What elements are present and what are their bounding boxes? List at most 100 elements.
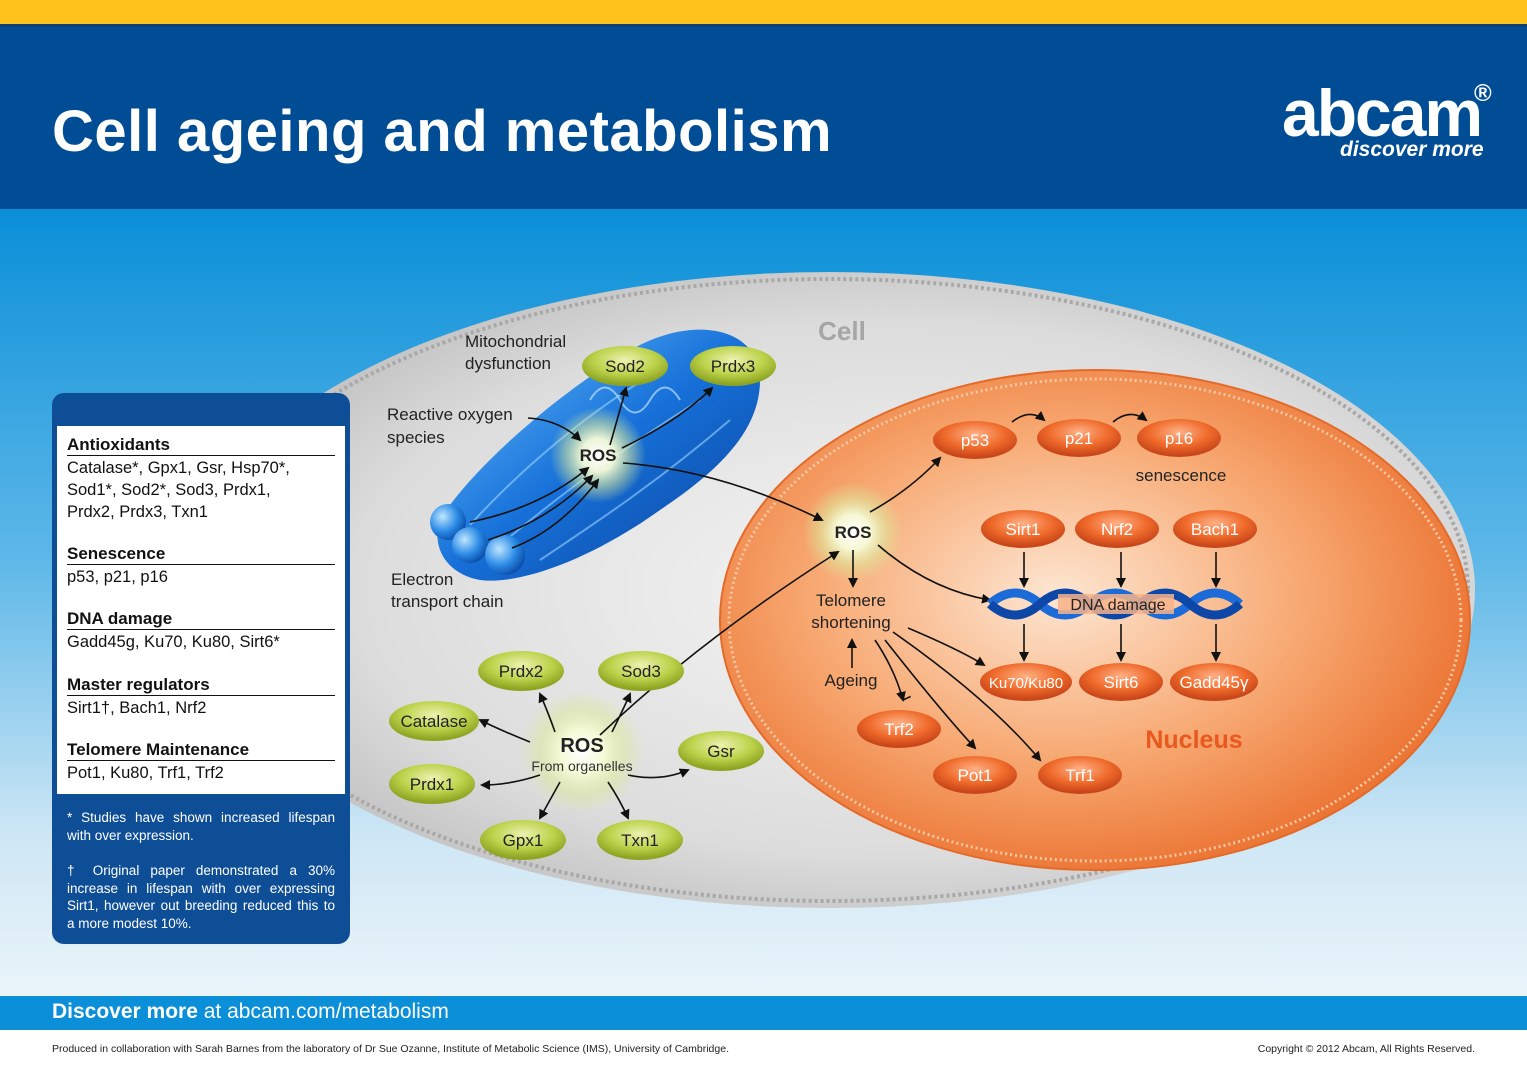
label-ageing: Ageing [825, 671, 878, 690]
header-banner [0, 24, 1527, 209]
node-gsr[interactable]: Gsr [678, 731, 764, 771]
label-etc-2: transport chain [391, 592, 503, 611]
svg-text:Prdx3: Prdx3 [711, 357, 755, 376]
legend-line: Sirt1†, Bach1, Nrf2 [67, 699, 207, 717]
svg-text:Sirt1: Sirt1 [1006, 520, 1041, 539]
node-p53[interactable]: p53 [933, 421, 1017, 459]
dna-helix [987, 588, 1243, 620]
page-title: Cell ageing and metabolism [52, 99, 833, 164]
ros-mito-label: ROS [580, 446, 617, 465]
legend-section-master-regulators: Master regulators Sirt1†, Bach1, Nrf2 [67, 675, 335, 719]
legend-section-telomere: Telomere Maintenance Pot1, Ku80, Trf1, T… [67, 740, 335, 784]
node-bach1[interactable]: Bach1 [1173, 510, 1257, 548]
svg-text:Bach1: Bach1 [1191, 520, 1239, 539]
label-telomere-1: Telomere [816, 591, 886, 610]
abcam-logo[interactable]: abcam [1282, 76, 1483, 150]
legend-list: Antioxidants Catalase*, Gpx1, Gsr, Hsp70… [57, 426, 345, 794]
node-trf1[interactable]: Trf1 [1038, 756, 1122, 794]
label-telomere-2: shortening [811, 613, 890, 632]
node-gpx1[interactable]: Gpx1 [480, 820, 566, 860]
node-catalase[interactable]: Catalase [389, 701, 479, 741]
svg-text:p53: p53 [961, 431, 989, 450]
node-sirt1[interactable]: Sirt1 [981, 510, 1065, 548]
node-p16[interactable]: p16 [1137, 419, 1221, 457]
legend-note-dagger: † Original paper demonstrated a 30% incr… [67, 863, 335, 931]
nuclear-envelope [727, 377, 1463, 863]
svg-text:Gadd45γ: Gadd45γ [1180, 673, 1249, 692]
label-ros-species-2: species [387, 428, 445, 447]
nucleus-label: Nucleus [1145, 726, 1242, 754]
svg-text:p21: p21 [1065, 429, 1093, 448]
label-mito-dysfunction-1: Mitochondrial [465, 332, 566, 351]
node-prdx2[interactable]: Prdx2 [478, 651, 564, 691]
svg-text:Prdx1: Prdx1 [410, 775, 454, 794]
svg-text:Ku70/Ku80: Ku70/Ku80 [989, 675, 1063, 692]
legend-line: Pot1, Ku80, Trf1, Trf2 [67, 764, 224, 782]
dna-damage-label: DNA damage [1070, 597, 1165, 614]
legend-section-senescence: Senescence p53, p21, p16 [67, 544, 335, 588]
svg-text:Sod3: Sod3 [621, 662, 661, 681]
node-sod3[interactable]: Sod3 [598, 651, 684, 691]
label-senescence: senescence [1136, 466, 1227, 485]
footer-link[interactable]: Discover more at abcam.com/metabolism [52, 1000, 449, 1024]
svg-text:Txn1: Txn1 [621, 831, 659, 850]
footer-bar: Discover more at abcam.com/metabolism [0, 996, 1527, 1030]
ros-organelles-sublabel: From organelles [531, 758, 632, 774]
node-p21[interactable]: p21 [1037, 419, 1121, 457]
ros-organelles-label: ROS [560, 735, 603, 757]
svg-text:Sirt6: Sirt6 [1104, 673, 1139, 692]
legend-line: Sod1*, Sod2*, Sod3, Prdx1, [67, 481, 271, 499]
cell-label: Cell [818, 316, 866, 346]
legend-section-antioxidants: Antioxidants Catalase*, Gpx1, Gsr, Hsp70… [67, 435, 335, 523]
registered-mark: ® [1474, 80, 1492, 107]
svg-text:Gsr: Gsr [707, 742, 735, 761]
label-etc-1: Electron [391, 570, 453, 589]
node-pot1[interactable]: Pot1 [933, 756, 1017, 794]
logo-tagline: discover more [1340, 138, 1484, 161]
svg-text:Pot1: Pot1 [958, 766, 993, 785]
label-ros-species-1: Reactive oxygen [387, 405, 513, 424]
legend-line: p53, p21, p16 [67, 568, 168, 586]
nuclear-envelope-outer [719, 369, 1471, 871]
svg-text:Trf2: Trf2 [884, 720, 914, 739]
svg-text:Gpx1: Gpx1 [503, 831, 544, 850]
node-nrf2[interactable]: Nrf2 [1075, 510, 1159, 548]
footer-discover-bold: Discover more [52, 1000, 198, 1023]
pathway-arrows [469, 386, 1221, 820]
svg-text:Nrf2: Nrf2 [1101, 520, 1133, 539]
node-ku70-ku80[interactable]: Ku70/Ku80 [980, 663, 1072, 701]
copyright-text: Copyright © 2012 Abcam, All Rights Reser… [1257, 1043, 1475, 1055]
credit-text: Produced in collaboration with Sarah Bar… [52, 1043, 729, 1055]
legend-line: Prdx2, Prdx3, Txn1 [67, 503, 208, 521]
legend-heading: Senescence [67, 544, 335, 565]
ros-nucleus-label: ROS [835, 523, 872, 542]
top-accent-strip [0, 0, 1527, 24]
svg-text:Sod2: Sod2 [605, 357, 645, 376]
legend-note-asterisk: * Studies have shown increased lifespan … [67, 810, 335, 843]
footer-discover-url[interactable]: at abcam.com/metabolism [197, 1000, 449, 1023]
node-txn1[interactable]: Txn1 [597, 820, 683, 860]
node-sod2[interactable]: Sod2 [582, 346, 668, 386]
legend-heading: Master regulators [67, 675, 335, 696]
svg-text:Trf1: Trf1 [1065, 766, 1095, 785]
node-prdx1[interactable]: Prdx1 [389, 764, 475, 804]
etc-sphere [485, 535, 525, 575]
svg-text:p16: p16 [1165, 429, 1193, 448]
legend-line: Gadd45g, Ku70, Ku80, Sirt6* [67, 633, 280, 651]
svg-text:Catalase: Catalase [400, 712, 467, 731]
legend-line: Catalase*, Gpx1, Gsr, Hsp70*, [67, 459, 290, 477]
label-mito-dysfunction-2: dysfunction [465, 354, 551, 373]
legend-heading: Telomere Maintenance [67, 740, 335, 761]
node-trf2[interactable]: Trf2 [857, 710, 941, 748]
legend-heading: Antioxidants [67, 435, 335, 456]
svg-text:Prdx2: Prdx2 [499, 662, 543, 681]
node-prdx3[interactable]: Prdx3 [690, 346, 776, 386]
legend-panel: Antioxidants Catalase*, Gpx1, Gsr, Hsp70… [52, 393, 350, 944]
legend-section-dna-damage: DNA damage Gadd45g, Ku70, Ku80, Sirt6* [67, 609, 335, 653]
node-gadd45[interactable]: Gadd45γ [1170, 663, 1258, 701]
legend-heading: DNA damage [67, 609, 335, 630]
node-sirt6[interactable]: Sirt6 [1079, 663, 1163, 701]
etc-sphere [430, 504, 466, 540]
reverse-arrowheads [898, 691, 912, 702]
etc-sphere [452, 527, 488, 563]
